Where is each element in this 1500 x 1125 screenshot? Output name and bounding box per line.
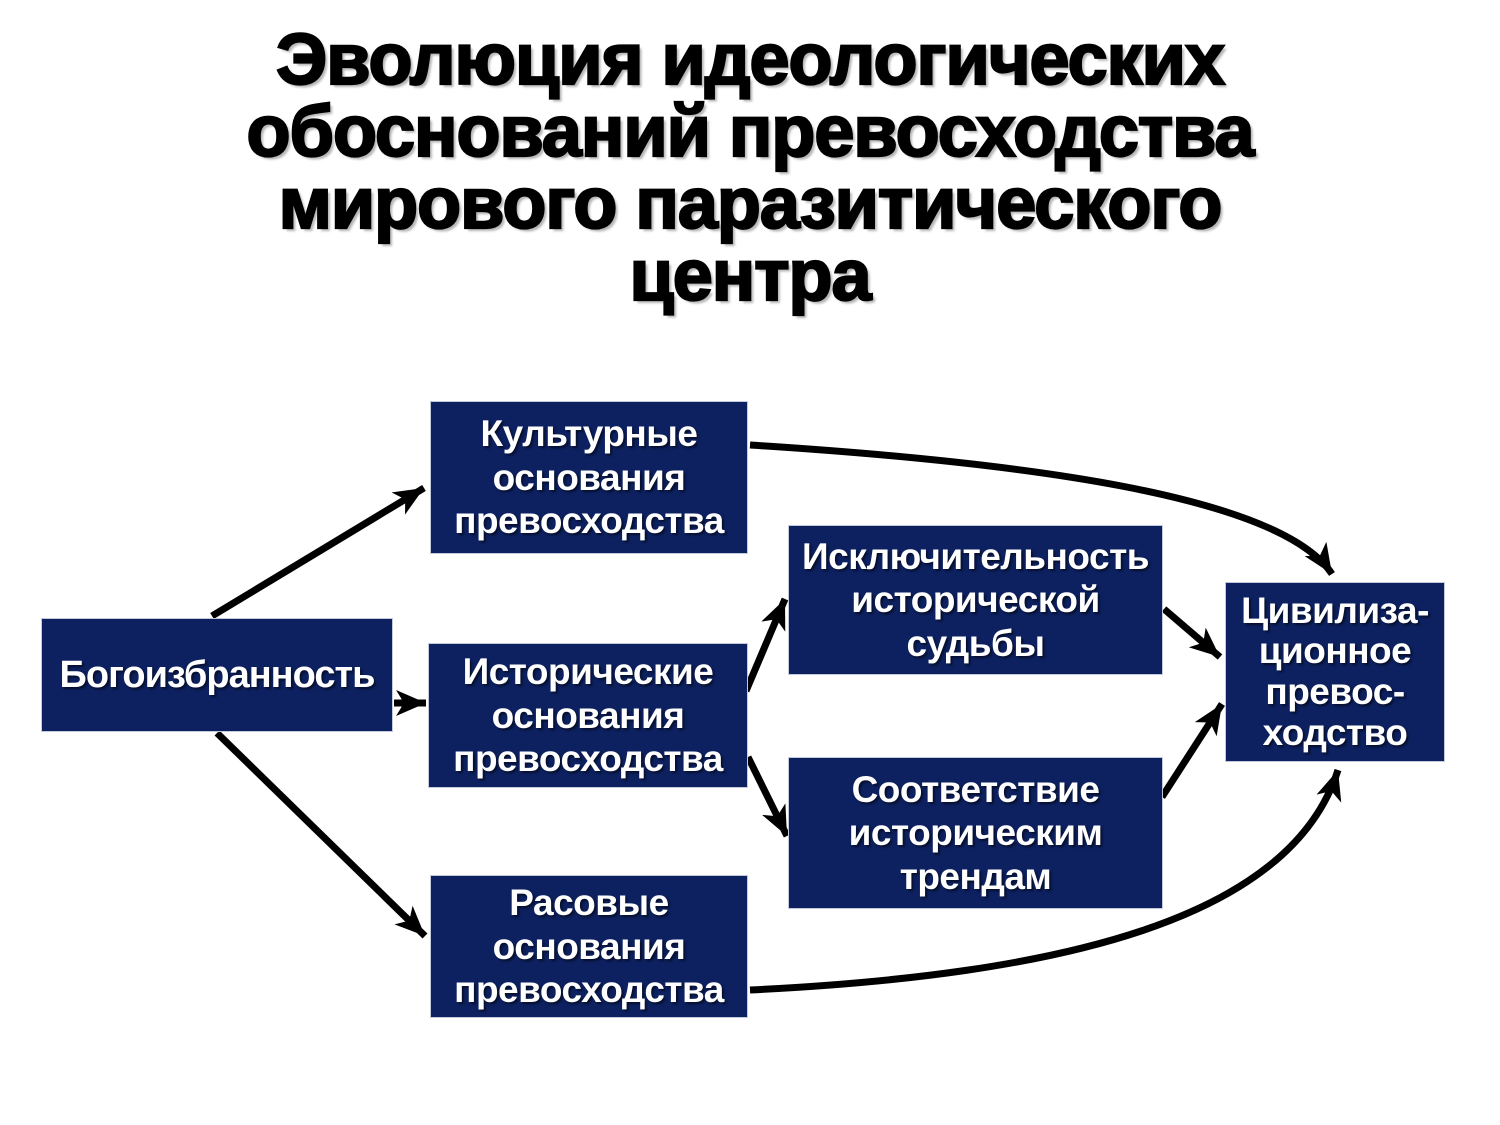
- edge-historical-exceptionalism: [742, 597, 789, 693]
- edge-exceptionalism-civilizational: [1161, 606, 1223, 660]
- edge-cultural-civilizational: [749, 441, 1335, 576]
- edge-trends-civilizational: [1159, 702, 1225, 799]
- edge-racial-civilizational: [749, 768, 1342, 994]
- edge-godchosen-cultural: [210, 485, 426, 619]
- slide-title: Эволюция идеологических обоснований прев…: [245, 20, 1255, 316]
- node-historical: Исторические основания превосходства: [428, 643, 748, 788]
- node-trends-label: Соответствие историческим трендам: [848, 768, 1103, 897]
- node-cultural: Культурные основания превосходства: [430, 401, 748, 554]
- node-exceptionalism-label: Исключительность исторической судьбы: [802, 535, 1149, 664]
- node-racial-label: Расовые основания превосходства: [454, 882, 724, 1011]
- edge-historical-trends: [744, 755, 791, 838]
- node-civilizational-label: Цивилиза- ционное превос- ходство: [1241, 589, 1429, 753]
- node-godchosen-label: Богоизбранность: [59, 653, 376, 696]
- node-exceptionalism: Исключительность исторической судьбы: [788, 525, 1163, 675]
- node-godchosen: Богоизбранность: [41, 618, 393, 732]
- node-racial: Расовые основания превосходства: [430, 875, 748, 1018]
- node-cultural-label: Культурные основания превосходства: [454, 413, 724, 542]
- node-civilizational: Цивилиза- ционное превос- ходство: [1225, 582, 1445, 762]
- node-trends: Соответствие историческим трендам: [788, 757, 1163, 909]
- edge-godchosen-racial: [214, 730, 428, 939]
- node-historical-label: Исторические основания превосходства: [453, 651, 723, 780]
